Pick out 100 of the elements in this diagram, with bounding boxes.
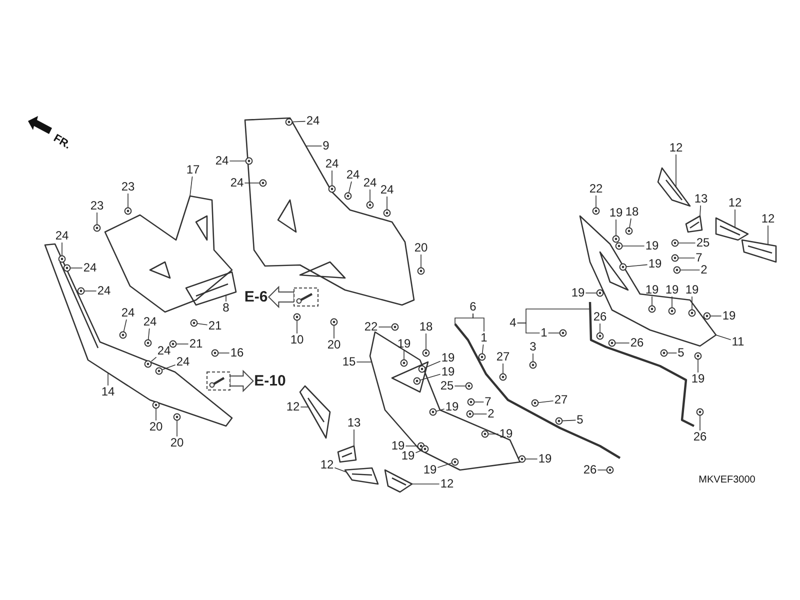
leader-line xyxy=(218,352,230,354)
callout-number: 19 xyxy=(396,338,412,350)
callout-number: 27 xyxy=(553,394,569,406)
fastener-icon xyxy=(606,466,614,474)
callout-number: 12 xyxy=(319,458,335,472)
callout-number: 21 xyxy=(207,320,223,332)
callout-number: 14 xyxy=(100,386,116,398)
callout-number: 20 xyxy=(326,338,342,352)
callout-number: 19 xyxy=(608,206,624,220)
leader-line xyxy=(300,406,310,408)
fastener-icon xyxy=(478,353,486,361)
fastener-icon xyxy=(596,332,604,340)
callout-number: 19 xyxy=(664,284,680,296)
cover-plate-drawing xyxy=(741,239,777,263)
callout-number: 24 xyxy=(82,262,98,274)
callout-number: 13 xyxy=(346,416,362,430)
callout-number: 18 xyxy=(624,206,640,218)
leader-line xyxy=(334,467,346,472)
callout-number: 24 xyxy=(362,176,378,190)
callout-number: 25 xyxy=(695,236,711,250)
callout-number: 1 xyxy=(540,326,548,340)
callout-number: 12 xyxy=(760,212,776,226)
fastener-icon xyxy=(391,323,399,331)
callout-number: 24 xyxy=(324,158,340,170)
leader-line xyxy=(292,120,306,122)
leader-line xyxy=(348,181,352,194)
callout-number: 19 xyxy=(422,464,438,476)
leader-line xyxy=(415,450,422,454)
callout-number: 18 xyxy=(418,320,434,334)
callout-number: 19 xyxy=(644,284,660,296)
callout-number: 22 xyxy=(363,320,379,334)
callout-number: 19 xyxy=(400,450,416,462)
callout-number: 20 xyxy=(169,436,185,450)
callout-number: 19 xyxy=(444,400,460,414)
fastener-icon xyxy=(465,382,473,390)
callout-number: 26 xyxy=(582,464,598,476)
leader-line xyxy=(148,328,150,340)
callout-number: 21 xyxy=(188,338,204,350)
callout-number: 19 xyxy=(440,366,456,378)
fastener-icon xyxy=(518,455,526,463)
leader-line xyxy=(585,292,598,294)
leader-line xyxy=(424,360,441,368)
leader-line xyxy=(629,218,632,228)
fastener-icon xyxy=(648,305,656,313)
callout-number: 4 xyxy=(508,316,518,330)
leader-line xyxy=(420,254,422,268)
callout-number: 24 xyxy=(156,344,172,358)
callout-number: 24 xyxy=(214,154,230,168)
leader-line xyxy=(229,160,246,162)
callout-number: 19 xyxy=(440,352,456,364)
callout-number: 24 xyxy=(305,114,321,128)
callout-number: 26 xyxy=(629,336,645,350)
direction-label: FR. xyxy=(51,132,73,152)
callout-number: 10 xyxy=(289,334,305,346)
fastener-icon xyxy=(499,373,507,381)
reference-label: E-6 xyxy=(243,288,269,306)
leader-line xyxy=(666,352,678,354)
callout-number: 19 xyxy=(570,286,586,300)
leader-line xyxy=(420,374,441,380)
callout-number: 23 xyxy=(89,200,105,212)
leader-line xyxy=(516,322,540,334)
callout-number: 2 xyxy=(486,408,496,420)
leader-line xyxy=(614,342,630,344)
callout-number: 24 xyxy=(120,306,136,320)
callout-number: 20 xyxy=(413,242,429,254)
leader-line xyxy=(150,356,157,362)
fastener-icon xyxy=(417,267,425,275)
callout-number: 24 xyxy=(54,230,70,242)
fastener-icon xyxy=(466,410,474,418)
callout-number: 7 xyxy=(484,396,492,408)
callout-number: 25 xyxy=(439,380,455,392)
callout-number: 11 xyxy=(730,336,746,348)
leader-line xyxy=(162,364,176,370)
drawing-code: MKVEF3000 xyxy=(698,474,756,486)
callout-number: 19 xyxy=(647,258,663,270)
callout-number: 24 xyxy=(142,316,158,328)
leader-line xyxy=(296,320,298,334)
callout-number: 12 xyxy=(439,478,455,490)
callout-number: 20 xyxy=(148,420,164,434)
leader-line xyxy=(524,458,538,460)
callout-number: 12 xyxy=(285,400,301,414)
leader-line xyxy=(626,264,648,268)
cover-plate-drawing xyxy=(337,445,357,463)
callout-number: 5 xyxy=(576,414,584,426)
cover-plate-drawing xyxy=(657,167,691,207)
callout-number: 17 xyxy=(185,164,201,176)
callout-number: 2 xyxy=(700,264,708,276)
callout-number: 24 xyxy=(96,284,112,298)
cover-plate-drawing xyxy=(299,385,331,439)
leader-line xyxy=(532,353,534,362)
callout-number: 19 xyxy=(684,284,700,296)
cover-plate-drawing xyxy=(344,467,379,485)
callout-number: 7 xyxy=(694,252,704,264)
leader-line xyxy=(386,196,388,210)
fastener-icon xyxy=(608,339,616,347)
callout-number: 19 xyxy=(390,440,406,452)
callout-number: 26 xyxy=(692,430,708,444)
callout-number: 24 xyxy=(229,176,245,190)
fastener-icon xyxy=(592,207,600,215)
leader-line xyxy=(548,332,560,334)
